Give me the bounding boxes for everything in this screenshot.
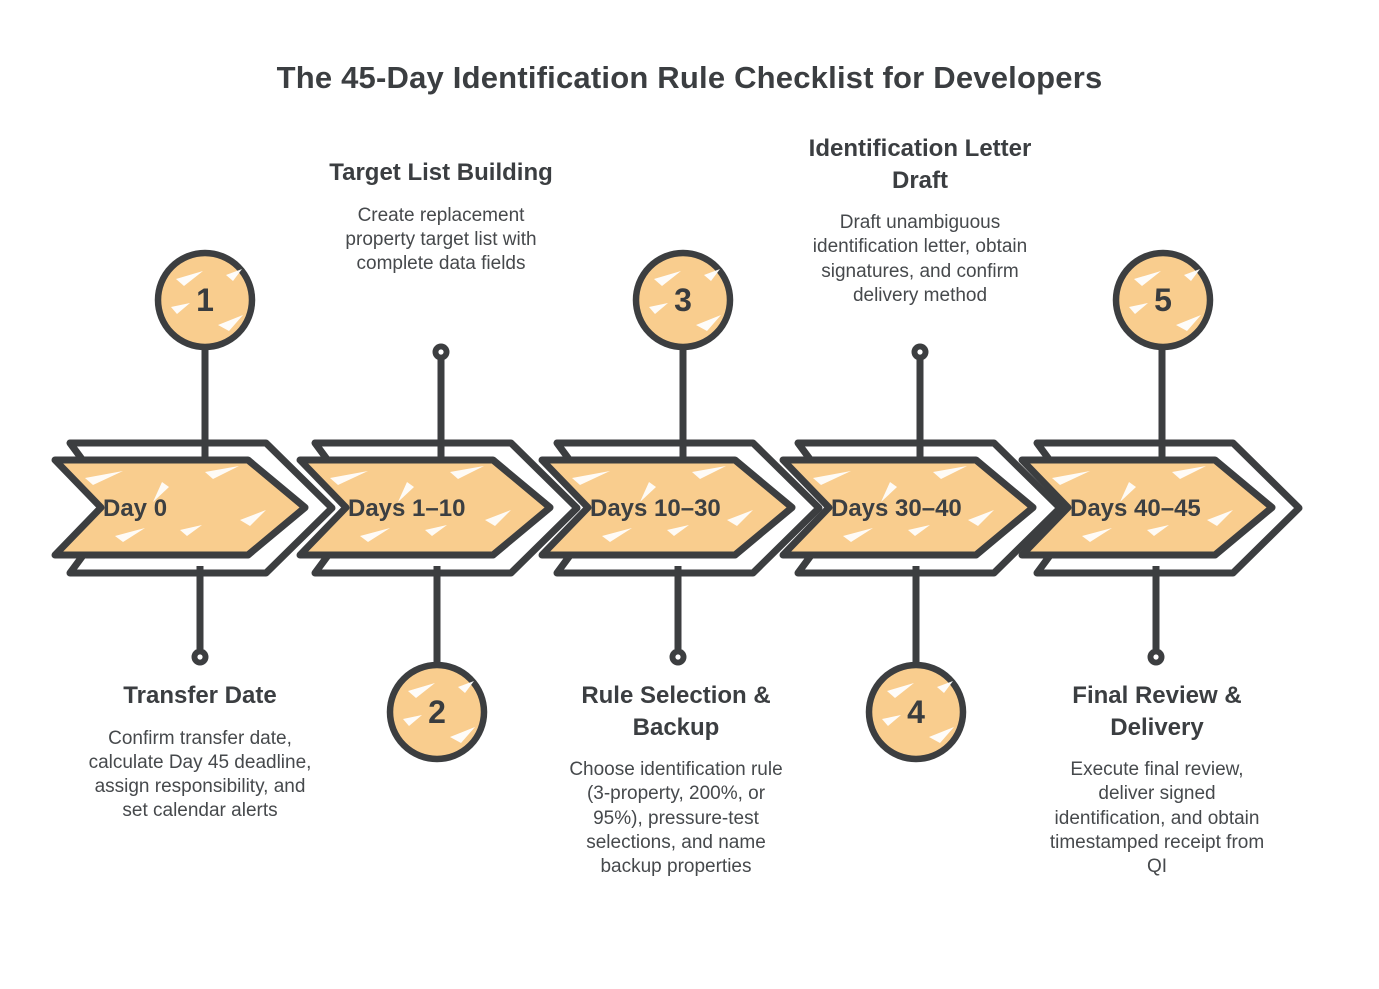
step-4-description: Draft unambiguous identification letter,… (812, 212, 1028, 306)
page-title: The 45-Day Identification Rule Checklist… (276, 60, 1103, 95)
timeline-arrow-2: Days 1–10 (300, 443, 577, 573)
step-1-heading: Transfer Date (123, 682, 277, 709)
arrow-body (55, 460, 305, 555)
arrow-label: Days 10–30 (590, 495, 721, 522)
arrow-label: Days 1–10 (348, 495, 465, 522)
connector-dot-center (917, 349, 923, 355)
connector-dot-center (438, 349, 444, 355)
step-2-details: Target List Building Create replacement … (327, 157, 555, 276)
step-3-description: Choose identification rule (3-property, … (569, 759, 783, 877)
step-1-details: Transfer Date Confirm transfer date, cal… (86, 680, 314, 823)
arrow-label: Days 40–45 (1070, 495, 1201, 522)
step-5-details: Final Review & Delivery Execute final re… (1041, 680, 1273, 879)
step-number: 4 (907, 694, 925, 730)
timeline-arrow-4: Days 30–40 (783, 443, 1060, 573)
step-2-description: Create replacement property target list … (345, 204, 537, 274)
timeline-arrow-5: Days 40–45 (1022, 443, 1299, 573)
step-number: 1 (196, 282, 214, 318)
step-number: 2 (428, 694, 446, 730)
step-3-heading: Rule Selection & Backup (581, 682, 771, 741)
arrow-label: Day 0 (103, 495, 167, 522)
step-4-details: Identification Letter Draft Draft unambi… (806, 133, 1034, 308)
step-number: 3 (674, 282, 692, 318)
step-2-heading: Target List Building (329, 159, 553, 186)
timeline-arrow-3: Days 10–30 (542, 443, 819, 573)
step-3-details: Rule Selection & Backup Choose identific… (560, 680, 792, 879)
step-1-description: Confirm transfer date, calculate Day 45 … (88, 727, 312, 822)
step-5-description: Execute final review, deliver signed ide… (1049, 759, 1265, 877)
connector-dot-center (197, 654, 203, 660)
timeline-arrow-1: Day 0 (55, 443, 332, 573)
step-4-heading: Identification Letter Draft (808, 135, 1032, 194)
connector-dot-center (1153, 654, 1159, 660)
step-number: 5 (1154, 282, 1172, 318)
arrow-label: Days 30–40 (831, 495, 962, 522)
connector-dot-center (675, 654, 681, 660)
step-5-heading: Final Review & Delivery (1072, 682, 1242, 741)
